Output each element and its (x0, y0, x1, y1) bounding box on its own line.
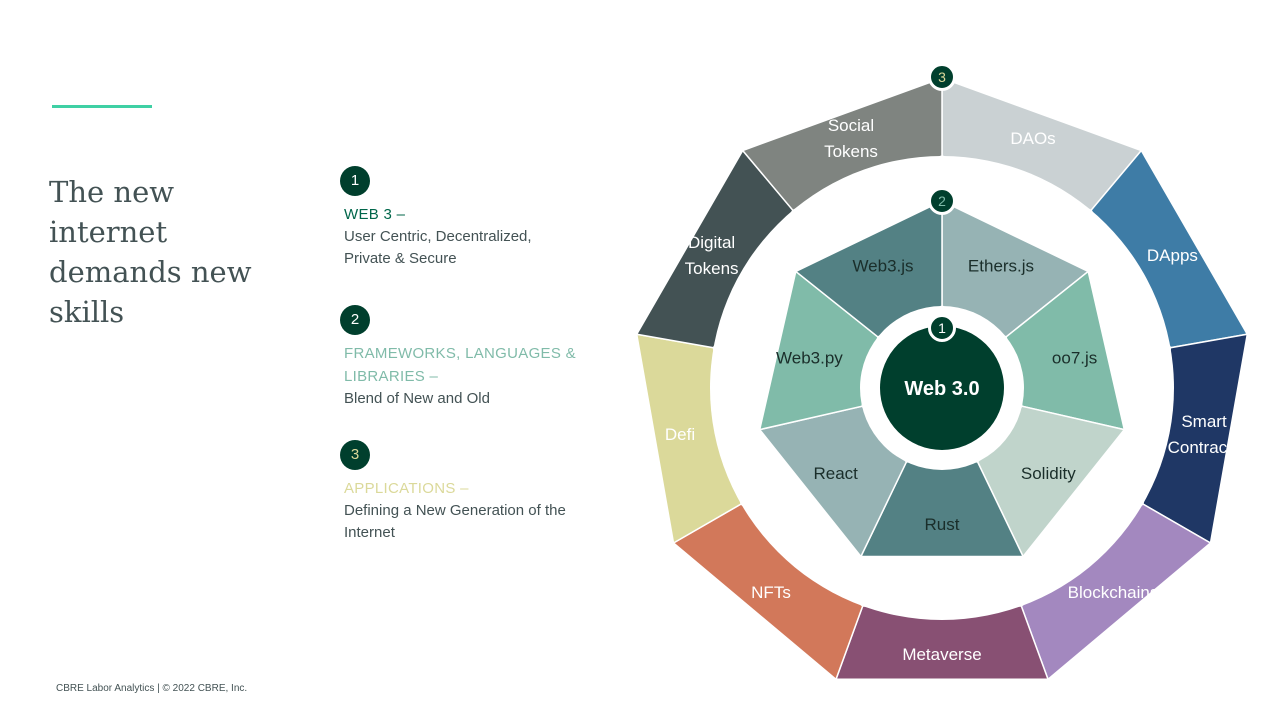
legend-badge-3: 3 (340, 440, 370, 470)
outer-ring-label-daos: DAOs (1010, 129, 1055, 148)
legend-badge-1: 1 (340, 166, 370, 196)
inner-ring-label-rust: Rust (925, 515, 960, 534)
inner-ring-label-ethers-js: Ethers.js (968, 257, 1034, 276)
legend-item-web3: 1 WEB 3 – User Centric, Decentralized, P… (340, 166, 580, 270)
center-badge-number: 1 (938, 320, 946, 336)
inner-ring-label-oo7-js: oo7.js (1052, 349, 1097, 368)
legend-badge-2: 2 (340, 305, 370, 335)
center-badge: 1 (928, 314, 956, 342)
outer-ring-badge-number: 3 (938, 69, 946, 85)
inner-ring-label-solidity: Solidity (1021, 464, 1076, 483)
center-circle (880, 326, 1004, 450)
footer-copyright: CBRE Labor Analytics | © 2022 CBRE, Inc. (56, 683, 248, 694)
inner-ring-badge-number: 2 (938, 193, 946, 209)
legend-description-frameworks: Blend of New and Old (344, 390, 490, 407)
legend-item-frameworks: 2 FRAMEWORKS, LANGUAGES & LIBRARIES – Bl… (340, 305, 580, 410)
inner-ring: Ethers.jsoo7.jsSolidityRustReactWeb3.pyW… (758, 199, 1126, 558)
page-title: The new internet demands new skills (49, 175, 252, 329)
outer-ring-label-nfts: NFTs (751, 583, 791, 602)
inner-ring-label-web3-py: Web3.py (776, 349, 843, 368)
outer-ring-label-metaverse: Metaverse (902, 645, 981, 664)
legend-heading-web3: WEB 3 – (344, 206, 406, 223)
legend-item-applications: 3 APPLICATIONS – Defining a New Generati… (340, 440, 580, 544)
outer-ring-label-blockchains: Blockchains (1068, 583, 1159, 602)
outer-ring-label-dapps: DApps (1147, 246, 1198, 265)
center-label: Web 3.0 (904, 378, 979, 400)
accent-line (52, 105, 152, 108)
outer-ring-label-defi: Defi (665, 425, 695, 444)
inner-ring-badge: 2 (928, 187, 956, 215)
outer-ring-badge: 3 (928, 63, 956, 91)
legend-heading-applications: APPLICATIONS – (344, 480, 469, 497)
inner-ring-label-web3-js: Web3.js (852, 257, 913, 276)
legend-description-applications: Defining a New Generation of the Interne… (344, 502, 566, 541)
legend-heading-frameworks: FRAMEWORKS, LANGUAGES & LIBRARIES – (344, 345, 576, 385)
legend-description-web3: User Centric, Decentralized, Private & S… (344, 228, 532, 267)
inner-ring-label-react: React (813, 464, 858, 483)
